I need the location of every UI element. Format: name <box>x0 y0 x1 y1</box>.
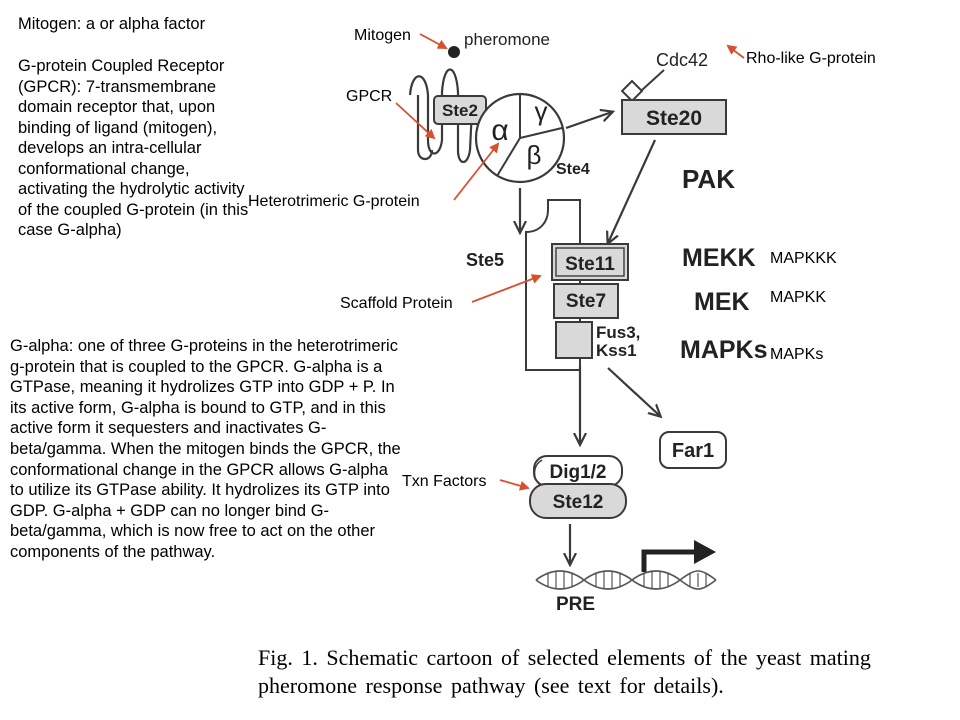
pointer-heterotrimeric <box>453 142 500 201</box>
annotation-heterotrimeric: Heterotrimeric G-protein <box>248 193 420 210</box>
cdc42-label: Cdc42 <box>656 50 708 70</box>
annotation-rho: Rho-like G-protein <box>746 50 876 67</box>
ste7-box <box>553 283 619 319</box>
figure-caption: Fig. 1. Schematic cartoon of selected el… <box>258 644 948 700</box>
ste4-label: Ste4 <box>556 161 590 178</box>
ste20-box <box>621 99 727 135</box>
mapks-fig-label: MAPKs <box>680 336 768 364</box>
alpha-subunit-label: α <box>491 114 508 147</box>
mekk-label: MEKK <box>682 244 756 272</box>
arrow-gprotein-to-ste20 <box>565 112 612 130</box>
transcription-arrowhead <box>694 540 716 564</box>
fus3-box <box>555 321 593 359</box>
cdc42-link <box>641 69 665 91</box>
annotation-scaffold: Scaffold Protein <box>340 295 453 312</box>
annotation-mapks: MAPKs <box>770 346 823 363</box>
gamma-subunit-label: γ <box>535 96 548 126</box>
dna-helix <box>535 570 717 590</box>
pre-label: PRE <box>556 594 595 615</box>
transcription-start-arrow <box>641 549 700 572</box>
pheromone-dot <box>448 46 460 58</box>
dig-label: Dig1/2 <box>549 462 606 483</box>
annotation-txn: Txn Factors <box>402 473 486 490</box>
far1-label: Far1 <box>672 440 714 462</box>
annotation-mapkkk: MAPKKK <box>770 250 837 267</box>
annotation-mitogen: Mitogen <box>354 27 411 44</box>
cdc42-anchor <box>620 79 644 103</box>
ste12-label: Ste12 <box>553 492 604 513</box>
ste7-label: Ste7 <box>566 291 606 312</box>
pheromone-label: pheromone <box>464 30 550 49</box>
ste11-label: Ste11 <box>565 254 615 275</box>
ste20-label: Ste20 <box>646 107 702 130</box>
pak-label: PAK <box>682 164 735 194</box>
pointer-mitogen <box>419 33 448 49</box>
mek-label: MEK <box>694 288 750 316</box>
heterotrimeric-g-protein: α γ β <box>474 92 566 184</box>
beta-subunit-label: β <box>527 140 542 170</box>
pointer-gpcr <box>395 102 436 140</box>
caption-line-1: Fig. 1. Schematic cartoon of selected el… <box>258 645 871 670</box>
mitogen-definition: Mitogen: a or alpha factor <box>18 15 206 33</box>
fus3-label: Fus3, <box>596 323 640 342</box>
ste5-label: Ste5 <box>466 250 504 270</box>
pointer-rho <box>726 44 745 59</box>
arrow-ste20-to-ste11 <box>608 139 657 243</box>
ste12-box <box>529 483 627 519</box>
arrow-mapk-to-far1 <box>607 367 660 416</box>
annotation-gpcr: GPCR <box>346 88 392 105</box>
ste2-receptor-loops <box>408 68 474 164</box>
ste2-label: Ste2 <box>442 101 478 120</box>
caption-line-2: pheromone response pathway (see text for… <box>258 673 724 698</box>
annotation-mapkk: MAPKK <box>770 289 826 306</box>
gpcr-definition: G-protein Coupled Receptor (GPCR): 7-tra… <box>18 57 249 239</box>
galpha-definition: G-alpha: one of three G-proteins in the … <box>10 337 401 561</box>
pointer-txn <box>499 479 530 491</box>
ste11-box <box>551 243 629 281</box>
ste11-inner-border <box>555 247 625 277</box>
far1-box <box>659 431 727 469</box>
pointer-scaffold <box>471 274 542 303</box>
kss1-label: Kss1 <box>596 341 637 360</box>
